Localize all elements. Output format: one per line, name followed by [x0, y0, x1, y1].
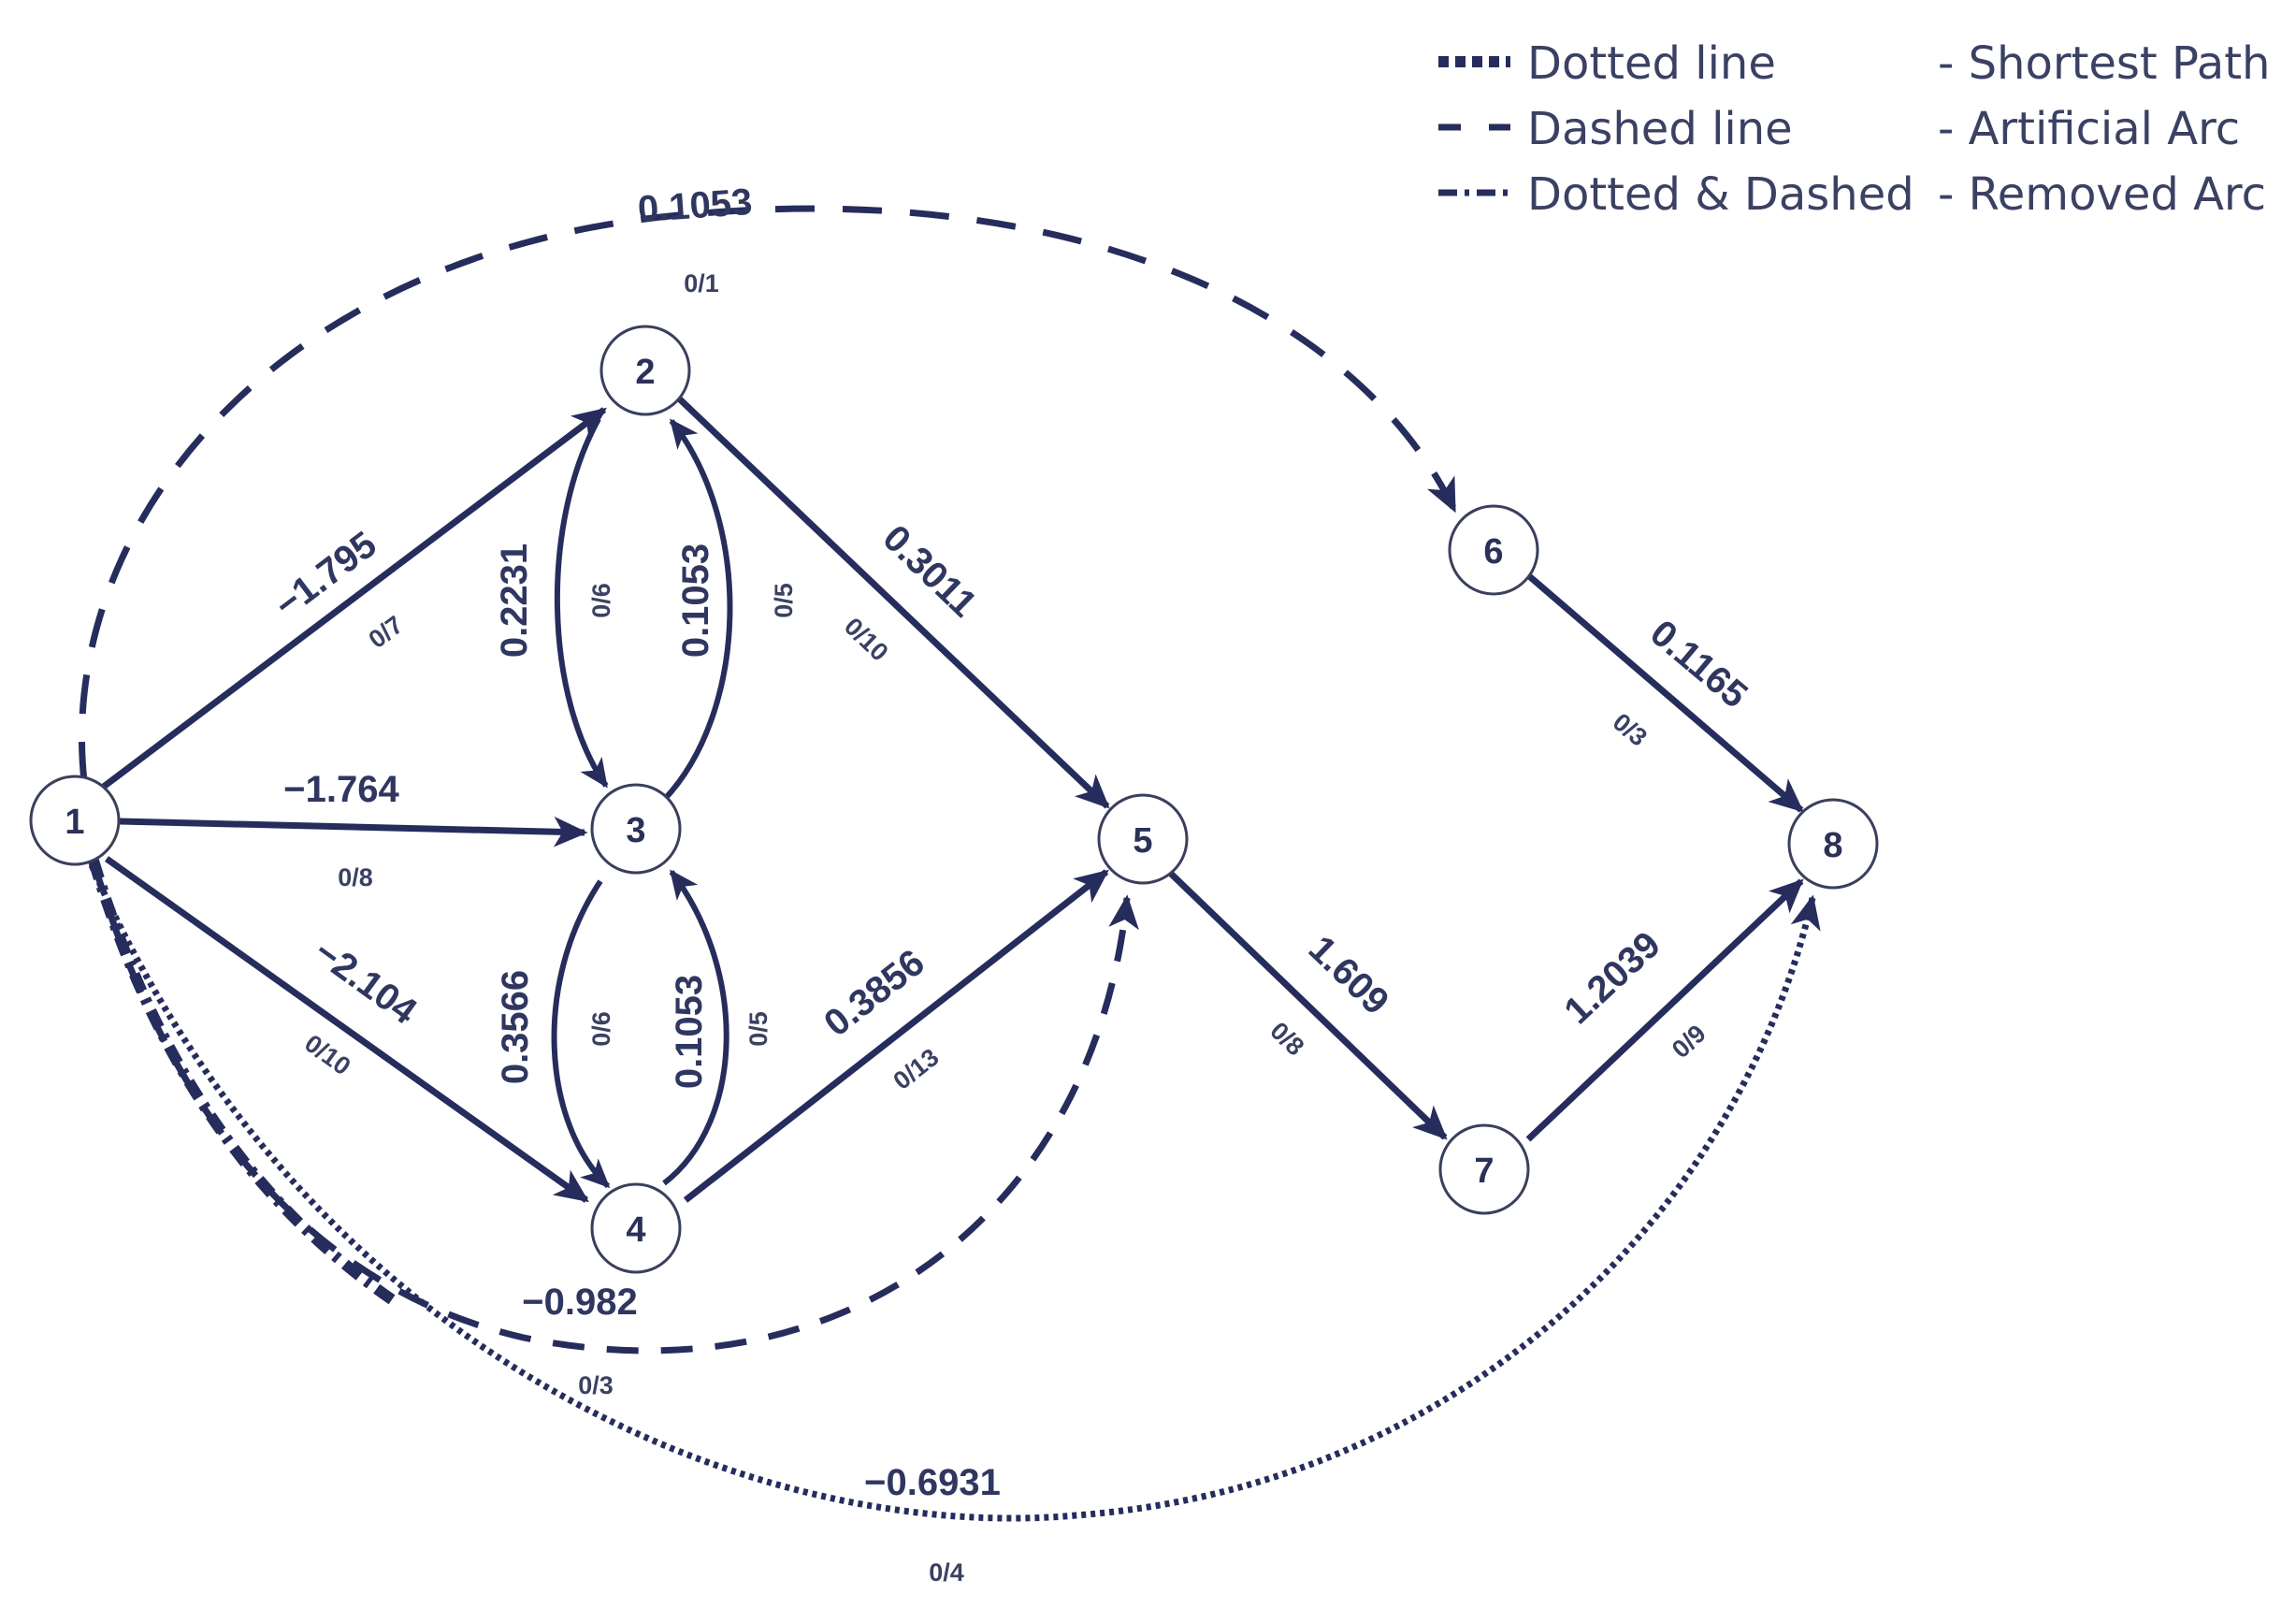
- arc-capacity-3-2: 0/5: [770, 583, 798, 618]
- arc-capacity-1-6: 0/1: [684, 269, 719, 297]
- arc-capacity-1-3: 0/8: [338, 863, 373, 891]
- arc-1-6: [78, 205, 1458, 782]
- arc-4-3: [662, 869, 729, 1186]
- node-5[interactable]: 5: [1097, 793, 1189, 885]
- node-circle: [590, 1182, 682, 1274]
- legend-description: - Shortest Path: [1938, 37, 2270, 90]
- node-7[interactable]: 7: [1438, 1123, 1530, 1215]
- node-label: 5: [1133, 821, 1152, 861]
- node-3[interactable]: 3: [590, 783, 682, 875]
- arc-capacity-7-8: 0/9: [1667, 1020, 1711, 1065]
- arc-5-7: [1166, 869, 1448, 1140]
- legend: Dotted line - Shortest Path Dashed line …: [1438, 37, 2270, 221]
- arc-3-4: [551, 879, 611, 1189]
- arc-weight-1-2: −1.795: [267, 524, 384, 626]
- legend-line-label: Dotted & Dashed: [1527, 168, 1914, 221]
- node-circle: [1097, 793, 1189, 885]
- node-8[interactable]: 8: [1787, 798, 1879, 890]
- legend-item-removed-arc: Dotted & Dashed - Removed Arc: [1438, 168, 2266, 221]
- legend-description: - Removed Arc: [1938, 168, 2266, 221]
- node-circle: [1448, 504, 1539, 596]
- arc-weight-1-5: −0.982: [522, 1282, 637, 1323]
- arc-capacity-1-5: 0/3: [578, 1371, 614, 1399]
- arc-capacity-1-2: 0/7: [364, 611, 409, 655]
- node-circle: [590, 783, 682, 875]
- arc-capacity-3-4: 0/6: [587, 1011, 615, 1047]
- arc-1-3: [119, 816, 588, 847]
- node-circle: [1787, 798, 1879, 890]
- node-label: 7: [1474, 1152, 1494, 1191]
- arc-capacity-4-5: 0/13: [888, 1043, 945, 1095]
- node-6[interactable]: 6: [1448, 504, 1539, 596]
- node-circle: [29, 775, 121, 866]
- node-label: 1: [65, 803, 84, 842]
- node-label: 6: [1483, 532, 1503, 572]
- legend-line-label: Dashed line: [1527, 103, 1793, 155]
- capacity-labels: 0/7 0/8 0/10 0/6 0/5 0/6 0/5 0/10 0/13 0…: [299, 269, 1711, 1586]
- node-label: 3: [626, 811, 645, 850]
- arc-weight-2-3: 0.2231: [494, 543, 535, 658]
- arc-capacity-1-8: 0/4: [929, 1558, 964, 1586]
- arc-weight-1-3: −1.764: [283, 769, 399, 810]
- arc-weight-2-5: 0.3011: [875, 517, 985, 625]
- arc-2-3: [554, 417, 609, 789]
- arc-1-5: [90, 860, 1139, 1354]
- arc-4-5: [683, 869, 1109, 1203]
- arc-weight-3-4: 0.3566: [495, 970, 536, 1084]
- arc-capacity-1-4: 0/10: [299, 1029, 355, 1080]
- legend-item-shortest-path: Dotted line - Shortest Path: [1438, 37, 2270, 90]
- arc-capacity-4-3: 0/5: [744, 1011, 773, 1047]
- legend-item-artificial-arc: Dashed line - Artificial Arc: [1438, 103, 2240, 155]
- arc-weight-4-3: 0.1053: [669, 975, 710, 1089]
- arc-1-8: [88, 863, 1821, 1522]
- arc-capacity-2-3: 0/6: [587, 583, 615, 618]
- arc-7-8: [1525, 878, 1804, 1142]
- node-1[interactable]: 1: [29, 775, 121, 866]
- arc-weight-1-6: 0.1053: [637, 181, 754, 230]
- arcs: [78, 205, 1821, 1522]
- legend-line-label: Dotted line: [1527, 37, 1776, 90]
- arc-weight-3-2: 0.1053: [675, 543, 716, 658]
- node-4[interactable]: 4: [590, 1182, 682, 1274]
- arc-weight-6-8: 0.1165: [1642, 613, 1754, 717]
- arc-capacity-2-5: 0/10: [839, 612, 894, 666]
- arc-1-4: [104, 856, 589, 1203]
- arc-3-2: [661, 418, 733, 803]
- arc-weight-7-8: 1.2039: [1556, 924, 1668, 1033]
- node-label: 4: [626, 1210, 645, 1250]
- arc-1-5-removed-overlay: [88, 859, 397, 1305]
- node-label: 2: [635, 353, 655, 392]
- node-circle: [1438, 1123, 1530, 1215]
- nodes: 1 2 3 4 5 6 7 8: [29, 325, 1879, 1274]
- node-label: 8: [1823, 826, 1842, 865]
- legend-description: - Artificial Arc: [1938, 103, 2240, 155]
- arc-6-8: [1525, 572, 1804, 813]
- arc-capacity-6-8: 0/3: [1608, 708, 1653, 752]
- node-circle: [599, 325, 691, 416]
- weight-labels: −1.795 −1.764 −2.104 0.2231 0.1053 0.356…: [267, 181, 1755, 1503]
- arc-2-5: [676, 396, 1110, 809]
- arc-capacity-5-7: 0/8: [1264, 1017, 1309, 1062]
- arc-weight-1-8: −0.6931: [864, 1462, 1001, 1503]
- arc-weight-4-5: 0.3856: [816, 942, 931, 1045]
- node-2[interactable]: 2: [599, 325, 691, 416]
- arc-1-2: [98, 407, 607, 791]
